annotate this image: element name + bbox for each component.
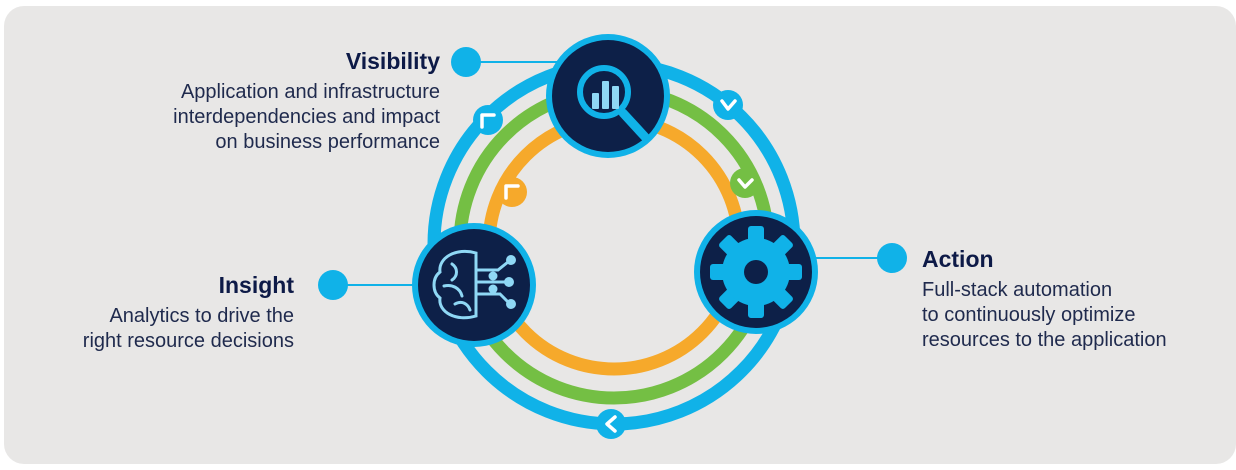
insight-line-2: right resource decisions bbox=[82, 330, 294, 352]
visibility-line-1: Application and infrastructure bbox=[180, 81, 440, 103]
action-block: Action Full-stack automation to continuo… bbox=[922, 246, 1236, 353]
visibility-line-3: on business performance bbox=[215, 131, 440, 153]
visibility-node bbox=[546, 34, 670, 158]
arrow-marker-inner-left bbox=[497, 177, 527, 207]
arrow-marker-outer-bottom bbox=[596, 409, 626, 439]
visibility-line-2: interdependencies and impact bbox=[173, 106, 440, 128]
insight-title: Insight bbox=[218, 272, 294, 298]
arrow-marker-outer-top-left bbox=[473, 105, 503, 135]
visibility-title: Visibility bbox=[345, 48, 440, 74]
action-line-3: resources to the application bbox=[922, 329, 1167, 351]
insight-dot bbox=[318, 270, 348, 300]
arrow-marker-middle-right bbox=[730, 168, 760, 198]
action-title: Action bbox=[922, 246, 994, 272]
visibility-dot bbox=[451, 47, 481, 77]
insight-description: Analytics to drive the right resource de… bbox=[0, 304, 294, 354]
brain-circuit-icon bbox=[432, 249, 516, 320]
action-dot bbox=[877, 243, 907, 273]
visibility-description: Application and infrastructure interdepe… bbox=[90, 80, 440, 155]
visibility-block: Visibility Application and infrastructur… bbox=[90, 48, 440, 155]
analytics-magnifier-icon bbox=[577, 65, 651, 143]
arrow-marker-outer-top-right bbox=[713, 90, 743, 120]
gear-icon bbox=[710, 226, 802, 318]
insight-line-1: Analytics to drive the bbox=[109, 305, 294, 327]
action-line-2: to continuously optimize bbox=[922, 304, 1136, 326]
action-line-1: Full-stack automation bbox=[922, 279, 1113, 301]
insight-block: Insight Analytics to drive the right res… bbox=[0, 272, 294, 354]
action-description: Full-stack automation to continuously op… bbox=[922, 278, 1236, 353]
action-node bbox=[694, 210, 818, 334]
insight-node bbox=[412, 223, 536, 347]
